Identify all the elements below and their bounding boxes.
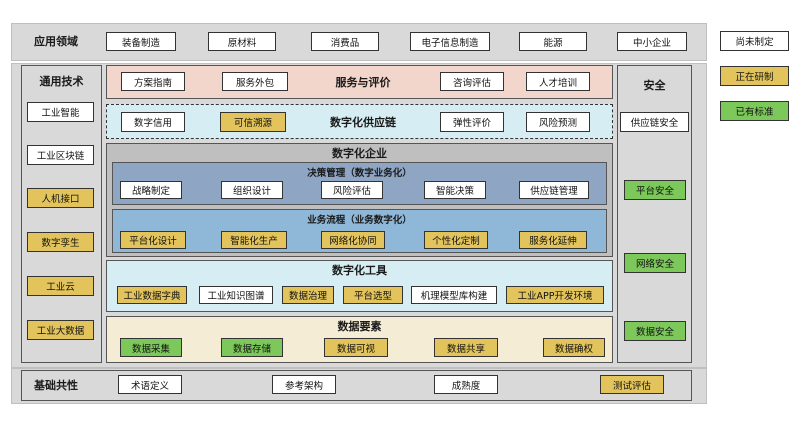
- security-column: [617, 65, 692, 363]
- elements-item-ownership: 数据确权: [543, 338, 605, 357]
- legend-done: 已有标准: [720, 101, 789, 121]
- app-item-equipment: 装备制造: [106, 32, 176, 51]
- basic-item-maturity: 成熟度: [434, 375, 498, 394]
- security-item-supply-chain: 供应链安全: [620, 112, 689, 132]
- process-item-platform-design: 平台化设计: [120, 231, 186, 249]
- service-item-guide: 方案指南: [121, 72, 185, 91]
- decision-item-scm: 供应链管理: [519, 181, 589, 199]
- app-item-raw-materials: 原材料: [208, 32, 276, 51]
- general-item-ai: 工业智能: [27, 102, 94, 122]
- basic-item-reference-arch: 参考架构: [272, 375, 336, 394]
- tools-item-knowledge-graph: 工业知识图谱: [199, 286, 273, 304]
- elements-item-collection: 数据采集: [120, 338, 182, 357]
- legend-not-made: 尚未制定: [720, 31, 789, 51]
- service-item-outsourcing: 服务外包: [222, 72, 288, 91]
- elements-item-storage: 数据存储: [221, 338, 283, 357]
- supply-item-resilience: 弹性评价: [440, 112, 504, 132]
- general-item-industrial-big-data: 工业大数据: [27, 320, 94, 340]
- elements-item-visualization: 数据可视: [324, 338, 388, 357]
- tools-item-data-governance: 数据治理: [282, 286, 334, 304]
- tools-title: 数字化工具: [332, 264, 387, 277]
- tools-item-model-library: 机理模型库构建: [411, 286, 497, 304]
- general-item-hmi: 人机接口: [27, 188, 94, 208]
- app-item-sme: 中小企业: [617, 32, 687, 51]
- security-item-data: 数据安全: [624, 321, 686, 341]
- data-elements-title: 数据要素: [337, 319, 382, 333]
- decision-title: 决策管理（数字业务化）: [307, 168, 412, 179]
- app-item-consumer-goods: 消费品: [311, 32, 379, 51]
- general-tech-title: 通用技术: [39, 75, 84, 88]
- tools-item-platform-selection: 平台选型: [343, 286, 403, 304]
- app-item-energy: 能源: [519, 32, 587, 51]
- security-item-network: 网络安全: [624, 253, 686, 273]
- process-item-service-extension: 服务化延伸: [519, 231, 587, 249]
- security-item-platform: 平台安全: [624, 180, 686, 200]
- decision-item-org-design: 组织设计: [221, 181, 283, 199]
- supply-item-credit: 数字信用: [121, 112, 185, 132]
- service-item-training: 人才培训: [526, 72, 590, 91]
- enterprise-title: 数字化企业: [332, 146, 387, 160]
- basic-item-terminology: 术语定义: [118, 375, 182, 394]
- service-item-consulting: 咨询评估: [440, 72, 504, 91]
- decision-item-strategy: 战略制定: [120, 181, 182, 199]
- process-item-customization: 个性化定制: [424, 231, 488, 249]
- general-item-digital-twin: 数字孪生: [27, 232, 94, 252]
- legend-in-progress: 正在研制: [720, 66, 789, 86]
- process-title: 业务流程（业务数字化）: [307, 215, 412, 226]
- basic-item-test-eval: 测试评估: [600, 375, 664, 394]
- service-title: 服务与评价: [335, 75, 391, 89]
- tools-item-data-dictionary: 工业数据字典: [117, 286, 187, 304]
- basic-title: 基础共性: [34, 379, 78, 392]
- general-item-industrial-cloud: 工业云: [27, 276, 94, 296]
- supply-chain-title: 数字化供应链: [330, 116, 396, 129]
- process-item-network-collab: 网络化协同: [321, 231, 385, 249]
- supply-item-risk-forecast: 风险预测: [526, 112, 590, 132]
- decision-item-smart-decision: 智能决策: [424, 181, 486, 199]
- process-item-smart-production: 智能化生产: [221, 231, 287, 249]
- tools-item-app-dev-env: 工业APP开发环境: [506, 286, 604, 304]
- app-item-electronics: 电子信息制造: [410, 32, 490, 51]
- security-title: 安全: [643, 79, 666, 92]
- decision-item-risk-assessment: 风险评估: [321, 181, 383, 199]
- supply-item-traceability: 可信溯源: [220, 112, 286, 132]
- elements-item-sharing: 数据共享: [434, 338, 498, 357]
- application-domain-label: 应用领域: [34, 35, 78, 48]
- general-item-blockchain: 工业区块链: [27, 145, 94, 165]
